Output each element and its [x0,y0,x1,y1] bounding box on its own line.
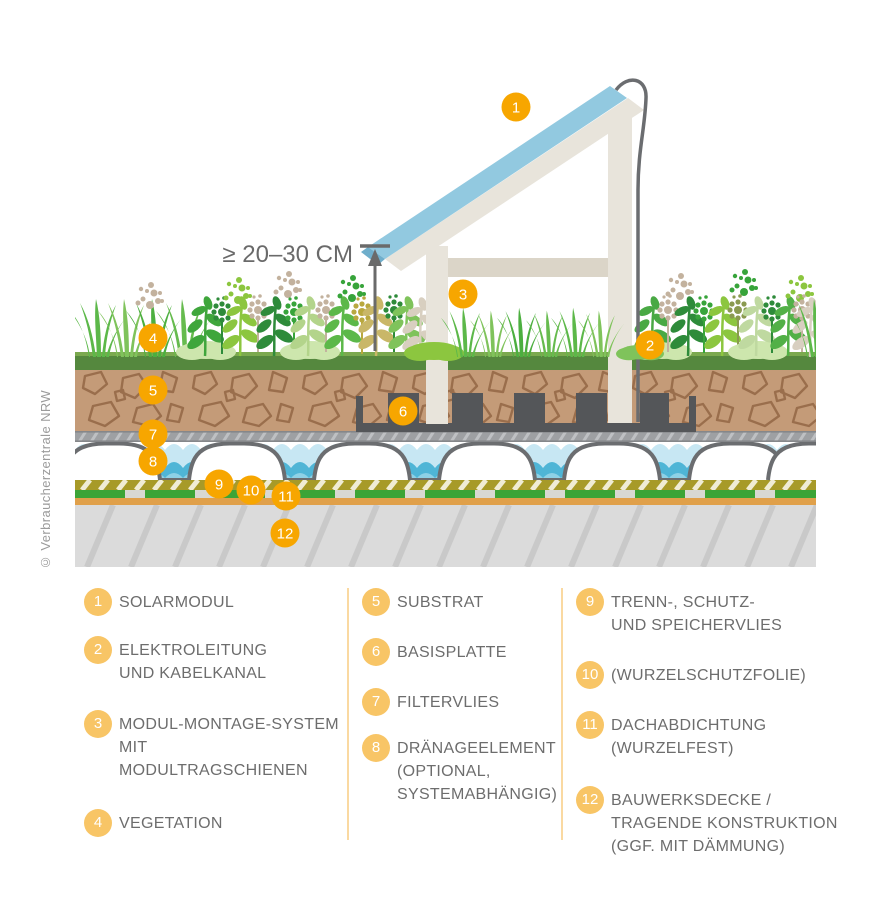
legend-badge-10: 10 [576,661,604,689]
svg-text:6: 6 [399,404,407,421]
copyright-credit: © Verbraucherzentrale NRW [38,389,53,570]
diagram-badge-1: 1 [501,92,531,122]
svg-text:4: 4 [149,331,157,348]
legend-divider [561,588,563,840]
legend-label: (WURZELSCHUTZFOLIE) [611,667,807,684]
legend-item-9: 9 TRENN-, SCHUTZ- UND SPEICHERVLIES [576,588,868,637]
arrow-up-icon [368,249,382,266]
legend-label: SUBSTRAT [397,594,484,611]
legend-badge-8: 8 [362,734,390,762]
frame-diagonal-beam [385,98,644,271]
structural-deck-layer [75,505,816,567]
measurement-label: ≥ 20–30 CM [222,241,353,268]
legend-label: VEGETATION [119,815,223,832]
svg-text:7: 7 [149,427,157,444]
legend-label: SOLARMODUL [119,594,235,611]
svg-text:5: 5 [149,383,157,400]
roof-membrane-layer [75,498,816,505]
drainage-layer [75,441,816,482]
svg-text:8: 8 [149,454,157,471]
legend-badge-11: 11 [576,711,604,739]
frame-front-post [426,246,448,424]
svg-text:9: 9 [215,477,223,494]
diagram-badge-9: 9 [204,469,234,499]
svg-text:11: 11 [278,489,294,506]
legend-label: DRÄNAGEELEMENT (OPTIONAL, SYSTEMABHÄNGIG… [397,740,558,803]
legend-label: BAUWERKSDECKE / TRAGENDE KONSTRUKTION (G… [611,792,838,855]
svg-text:1: 1 [512,100,520,117]
legend-label: ELEKTROLEITUNG UND KABELKANAL [119,642,268,682]
legend-item-2: 2 ELEKTROLEITUNG UND KABELKANAL [84,636,339,685]
legend-item-12: 12 BAUWERKSDECKE / TRAGENDE KONSTRUKTION… [576,786,868,858]
module-mounting-frame [385,98,644,424]
legend-label: FILTERVLIES [397,694,500,711]
legend-badge-1: 1 [84,588,112,616]
legend-badge-6: 6 [362,638,390,666]
legend-item-11: 11 DACHABDICHTUNG (WURZELFEST) [576,711,868,760]
diagram-badge-7: 7 [138,419,168,449]
legend-badge-2: 2 [84,636,112,664]
diagram-badge-2: 2 [635,330,665,360]
legend-item-8: 8 DRÄNAGEELEMENT (OPTIONAL, SYSTEMABHÄNG… [362,734,557,806]
diagram-badge-12: 12 [270,518,300,548]
diagram-badge-6: 6 [388,396,418,426]
frame-rear-post [608,110,632,423]
legend-badge-9: 9 [576,588,604,616]
roof-cross-section-diagram: ≥ 20–30 CM 1 2 3 4 5 6 7 8 9 10 11 12 [75,78,816,567]
legend-label: BASISPLATTE [397,644,507,661]
svg-text:2: 2 [646,338,654,355]
legend-column-2: 5 SUBSTRAT 6 BASISPLATTE 7 FILTERVLIES 8… [362,588,557,806]
legend-badge-12: 12 [576,786,604,814]
height-measurement [360,244,390,351]
svg-text:10: 10 [243,483,260,500]
solar-panel [361,86,627,265]
diagram-badge-5: 5 [138,375,168,405]
frame-crossbar [444,258,612,277]
diagram-badge-3: 3 [448,279,478,309]
power-cable [614,78,648,422]
svg-text:3: 3 [459,287,467,304]
legend-item-3: 3 MODUL-MONTAGE-SYSTEM MIT MODULTRAGSCHI… [84,710,339,782]
legend-label: MODUL-MONTAGE-SYSTEM MIT MODULTRAGSCHIEN… [119,716,339,779]
root-barrier-layer [75,490,816,498]
legend-item-7: 7 FILTERVLIES [362,688,557,716]
diagram-badge-4: 4 [138,323,168,353]
legend-label: DACHABDICHTUNG (WURZELFEST) [611,717,767,757]
diagram-badge-10: 10 [236,475,266,505]
legend-column-3: 9 TRENN-, SCHUTZ- UND SPEICHERVLIES 10 (… [576,588,868,858]
legend-divider [347,588,349,840]
legend-item-10: 10 (WURZELSCHUTZFOLIE) [576,661,868,689]
diagram-badges: 1 2 3 4 5 6 7 8 9 10 11 12 [138,92,665,548]
legend-badge-4: 4 [84,809,112,837]
legend-badge-3: 3 [84,710,112,738]
diagram-badge-8: 8 [138,446,168,476]
legend-badge-7: 7 [362,688,390,716]
filter-fleece-layer [75,431,816,442]
legend-label: TRENN-, SCHUTZ- UND SPEICHERVLIES [611,594,783,634]
svg-text:12: 12 [277,526,294,543]
legend-item-1: 1 SOLARMODUL [84,588,339,616]
legend-badge-5: 5 [362,588,390,616]
legend-item-5: 5 SUBSTRAT [362,588,557,616]
legend-column-1: 1 SOLARMODUL 2 ELEKTROLEITUNG UND KABELK… [84,588,339,837]
legend-item-4: 4 VEGETATION [84,809,339,837]
legend-item-6: 6 BASISPLATTE [362,638,557,666]
legend: 1 SOLARMODUL 2 ELEKTROLEITUNG UND KABELK… [0,588,872,878]
diagram-badge-11: 11 [271,481,301,511]
